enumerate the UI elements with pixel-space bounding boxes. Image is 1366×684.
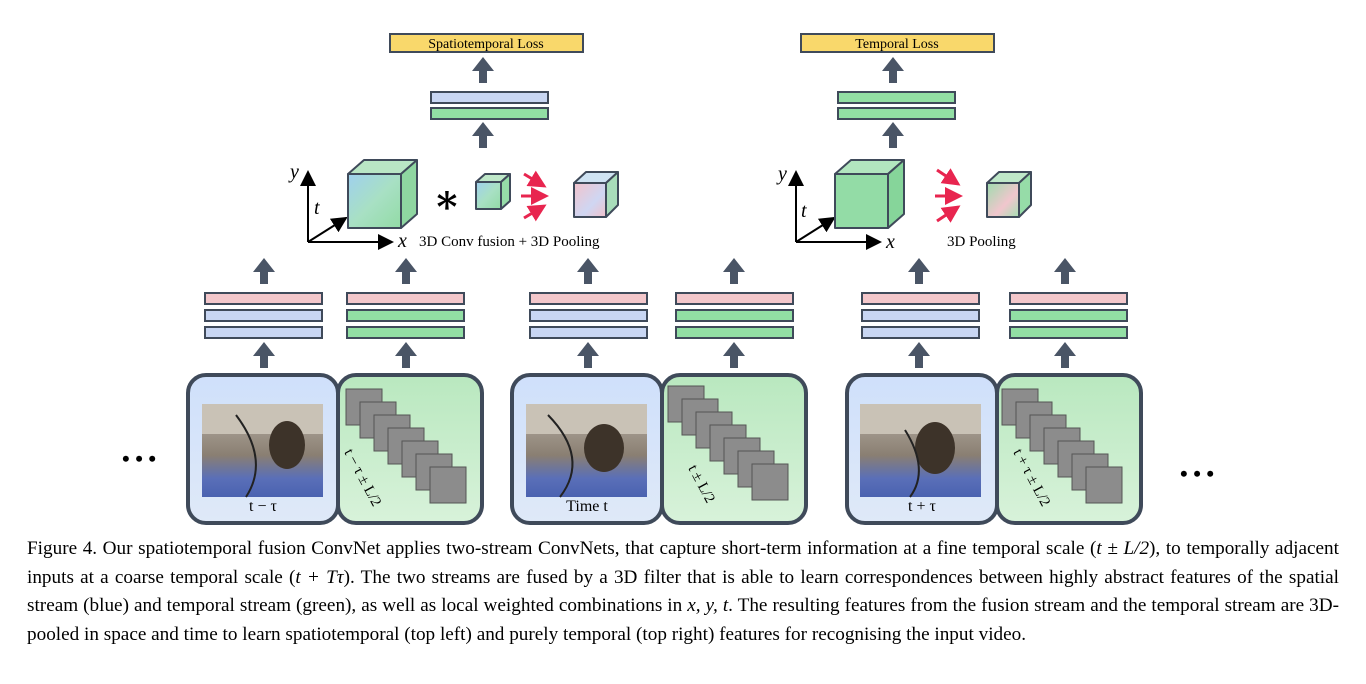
up-arrow	[472, 57, 494, 83]
spatial-label: Time t	[566, 498, 608, 515]
axis-y-label: y	[288, 161, 299, 183]
optical-flow-stack	[345, 388, 467, 504]
layer-bar	[861, 326, 980, 339]
caption-math-1: t ± L/2	[1096, 538, 1150, 559]
temporal-feature-cube	[834, 159, 905, 229]
temporal-loss-box: Temporal Loss	[800, 33, 995, 53]
layer-bar	[861, 292, 980, 305]
optical-flow-stack	[1001, 388, 1123, 504]
up-arrow	[472, 122, 494, 148]
axis-t-label: t	[314, 197, 320, 219]
up-arrow	[253, 342, 275, 368]
caption-math-3: x, y, t	[687, 595, 729, 617]
axis-y-label-right: y	[776, 163, 787, 185]
layer-bar	[837, 91, 956, 104]
layer-bar	[529, 309, 648, 322]
spatiotemporal-loss-label: Spatiotemporal Loss	[428, 37, 544, 52]
layer-bar	[346, 292, 465, 305]
caption-lead: Figure 4. Our spatiotemporal fusion Conv…	[27, 538, 1097, 559]
layer-bar	[837, 107, 956, 120]
temporal-pool-block: y t x 3D Pooling	[776, 159, 1032, 253]
fusion-block: y t x ∗ 3	[288, 159, 619, 252]
conv-symbol: ∗	[433, 177, 461, 222]
up-arrow	[577, 342, 599, 368]
up-arrow	[253, 258, 275, 284]
caption-text: Figure 4. Our spatiotemporal fusion Conv…	[27, 535, 1339, 649]
axes-right	[788, 170, 882, 250]
up-arrow	[908, 342, 930, 368]
layer-bar	[346, 326, 465, 339]
layer-bar	[1009, 309, 1128, 322]
up-arrow	[1054, 342, 1076, 368]
pooling-arrows-right	[935, 168, 963, 223]
ellipsis-left: • • •	[122, 446, 156, 471]
layer-bar	[675, 326, 794, 339]
pooled-cube	[573, 171, 619, 218]
video-frame	[526, 404, 647, 498]
axis-x-label-right: x	[885, 231, 895, 253]
axis-t-label-right: t	[801, 200, 807, 222]
caption-mid-2: ). The two streams are fused by a 3D fil…	[27, 566, 1339, 617]
layer-bar	[675, 292, 794, 305]
layer-bar	[204, 326, 323, 339]
layer-bar	[529, 292, 648, 305]
up-arrow	[395, 342, 417, 368]
up-arrow	[882, 57, 904, 83]
up-arrow	[395, 258, 417, 284]
ellipsis-right: • • •	[1180, 461, 1214, 486]
figure-caption: Figure 4. Our spatiotemporal fusion Conv…	[27, 535, 1339, 649]
pooling-arrows	[521, 170, 549, 222]
axes	[300, 170, 394, 250]
caption-tail: . The resulting features from the fusion…	[27, 595, 1340, 645]
mid-layer-stacks	[204, 292, 1128, 339]
up-arrow	[723, 258, 745, 284]
video-frame	[202, 404, 323, 498]
spatiotemporal-loss-box: Spatiotemporal Loss	[389, 33, 584, 53]
fusion-label: 3D Conv fusion + 3D Pooling	[419, 234, 600, 250]
optical-flow-stack	[667, 385, 789, 501]
up-arrow	[1054, 258, 1076, 284]
layer-bar	[1009, 292, 1128, 305]
layer-bar	[529, 326, 648, 339]
layer-bar	[675, 309, 794, 322]
fusion-diagram: Spatiotemporal Loss Temporal Loss y	[122, 33, 1214, 525]
up-arrow	[723, 342, 745, 368]
axis-x-label: x	[397, 230, 407, 252]
layer-bar	[346, 309, 465, 322]
layer-bar	[1009, 326, 1128, 339]
pool-label: 3D Pooling	[947, 234, 1016, 250]
filter-cube	[475, 173, 511, 210]
up-arrows	[253, 57, 1076, 368]
layer-bar	[204, 292, 323, 305]
up-arrow	[882, 122, 904, 148]
feature-cube	[347, 159, 418, 229]
up-arrow	[908, 258, 930, 284]
video-frame	[860, 404, 981, 498]
layer-bar	[430, 91, 549, 104]
caption-math-2: t + Tτ	[295, 566, 344, 588]
top-layer-stacks	[430, 91, 956, 120]
temporal-loss-label: Temporal Loss	[855, 37, 938, 52]
input-group-2: Time t t ± L/2	[510, 373, 808, 525]
caption-mid-1: ), to temporally adjacent inputs at a co…	[27, 538, 1339, 588]
layer-bar	[430, 107, 549, 120]
up-arrow	[577, 258, 599, 284]
spatial-label: t − τ	[249, 498, 277, 515]
layer-bar	[861, 309, 980, 322]
spatial-label: t + τ	[908, 498, 936, 515]
temporal-pooled-cube	[986, 171, 1032, 218]
input-group-1: t − τ t − τ ± L/2	[186, 373, 484, 525]
layer-bar	[204, 309, 323, 322]
input-group-3: t + τ t + τ ± L/2	[845, 373, 1143, 525]
